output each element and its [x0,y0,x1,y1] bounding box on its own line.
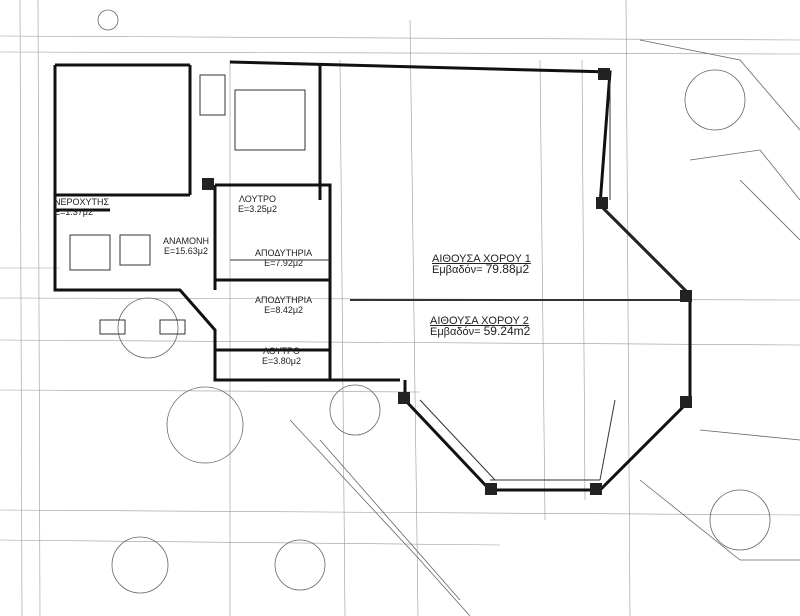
room-name: ΑΝΑΜΟΝΗ [163,236,210,246]
room-name: ΛΟΥΤΡΟ [238,194,276,204]
room-label-apodytiria-2: ΑΠΟΔΥΤΗΡΙΑ E=8.42μ2 [255,295,312,315]
furniture-and-fixtures [69,74,686,481]
room-label-apodytiria-1: ΑΠΟΔΥΤΗΡΙΑ E=7.92μ2 [255,248,312,268]
hall-area-label: Εμβαδόν= [432,264,483,276]
hall-name: ΑΙΘΟΥΣΑ ΧΟΡΟΥ 2 [430,315,529,327]
columns [202,68,692,495]
room-name: ΛΟΥΤΡΟ [262,346,300,356]
room-area: E=8.42μ2 [264,305,304,315]
room-area: E=1.37μ2 [54,207,93,217]
hall-area: 59.24m2 [483,324,531,338]
room-area: E=3.80μ2 [262,356,301,366]
room-name: ΑΠΟΔΥΤΗΡΙΑ [255,248,313,258]
room-label-loutro-2: ΛΟΥΤΡΟ E=3.80μ2 [262,346,301,366]
room-area: E=15.63μ2 [164,246,208,256]
site-outlines [97,9,800,616]
room-label-nerochytis: ΝΕΡΟΧΥΤΗΣ E=1.37μ2 [54,197,109,217]
room-area: E=7.92μ2 [264,258,304,268]
room-area: E=3.25μ2 [238,204,277,214]
hall-name: ΑΙΘΟΥΣΑ ΧΟΡΟΥ 1 [432,253,531,265]
hall-area: 79.88μ2 [485,262,530,276]
room-name: ΝΕΡΟΧΥΤΗΣ [54,197,110,207]
room-label-anamoni: ΑΝΑΜΟΝΗ E=15.63μ2 [163,236,209,256]
hall-label-2: ΑΙΘΟΥΣΑ ΧΟΡΟΥ 2 Εμβαδόν= 59.24m2 [430,315,531,338]
hall-area-label: Εμβαδόν= [430,326,481,338]
room-label-loutro-1: ΛΟΥΤΡΟ E=3.25μ2 [238,194,277,214]
hall-label-1: ΑΙΘΟΥΣΑ ΧΟΡΟΥ 1 Εμβαδόν= 79.88μ2 [432,253,531,276]
room-name: ΑΠΟΔΥΤΗΡΙΑ [255,295,313,305]
walls [53,60,692,492]
